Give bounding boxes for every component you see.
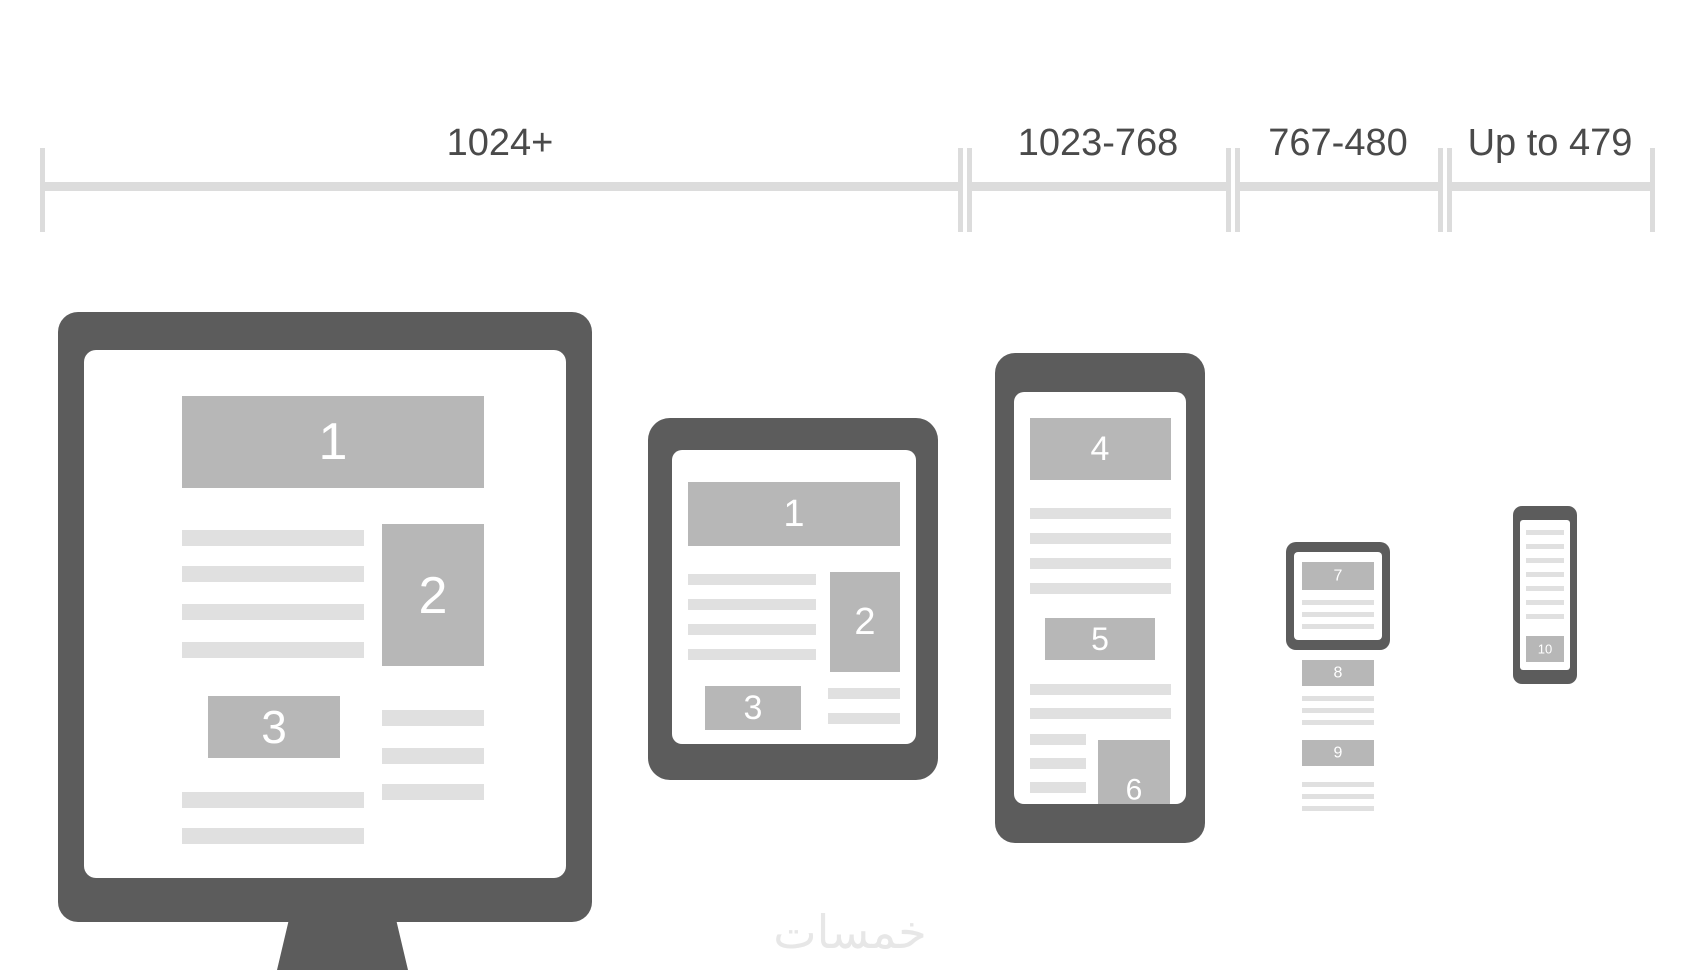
- tablet-portrait-icon: 4 5 6: [995, 353, 1205, 843]
- breakpoint-label-up-to-479: Up to 479: [1468, 122, 1633, 164]
- tablet-landscape-icon: 1 2 3: [648, 418, 938, 780]
- tablet-portrait-block-6: [1098, 740, 1170, 804]
- tablet-landscape-block-3-label: 3: [744, 689, 763, 727]
- desktop-text-lines: [182, 530, 484, 844]
- desktop-block-1-label: 1: [319, 413, 348, 471]
- tablet-landscape-block-2: [830, 572, 900, 672]
- phone-landscape-block-9: [1302, 740, 1374, 766]
- ruler-tick: [1650, 148, 1655, 232]
- ruler-segment-1023-768: [970, 182, 1228, 191]
- desktop-block-2: [382, 524, 484, 666]
- tablet-portrait-block-5: [1045, 618, 1155, 660]
- tablet-landscape-text-lines: [688, 574, 900, 724]
- tablet-landscape-block-2-label: 2: [854, 601, 875, 643]
- tablet-landscape-block-1: [688, 482, 900, 546]
- phone-portrait-block-10: [1526, 636, 1564, 662]
- phone-portrait-icon: 10: [1513, 506, 1577, 684]
- tablet-portrait-screen: [1014, 392, 1186, 804]
- breakpoint-label-1024-plus: 1024+: [447, 122, 554, 164]
- ruler-tick: [958, 148, 963, 232]
- phone-landscape-block-7: [1302, 562, 1374, 590]
- phone-portrait-text-lines: [1526, 530, 1564, 619]
- ruler-tick: [967, 148, 972, 232]
- ruler-segment-1024-plus: [42, 182, 960, 191]
- breakpoint-labels: 1024+ 1023-768 767-480 Up to 479: [447, 122, 1633, 164]
- breakpoint-label-1023-768: 1023-768: [1018, 122, 1179, 164]
- ruler-tick: [40, 148, 45, 232]
- breakpoint-label-767-480: 767-480: [1268, 122, 1407, 164]
- phone-landscape-icon: 7 8 9: [1286, 542, 1390, 811]
- desktop-block-3: [208, 696, 340, 758]
- desktop-monitor-icon: 1 2 3: [58, 312, 592, 970]
- tablet-portrait-text-lines: [1030, 508, 1171, 793]
- monitor-stand: [277, 915, 408, 970]
- tablet-portrait-block-4-label: 4: [1091, 430, 1110, 468]
- ruler-tick: [1447, 148, 1452, 232]
- desktop-block-3-label: 3: [261, 701, 287, 753]
- desktop-block-1: [182, 396, 484, 488]
- ruler-tick: [1438, 148, 1443, 232]
- phone-landscape-block-7-label: 7: [1334, 568, 1343, 585]
- tablet-portrait-block-6-label: 6: [1126, 774, 1143, 807]
- tablet-portrait-block-4: [1030, 418, 1171, 480]
- phone-landscape-text-lines: [1302, 600, 1374, 811]
- phone-portrait-screen: [1520, 520, 1570, 670]
- phone-landscape-block-9-label: 9: [1334, 745, 1343, 762]
- tablet-landscape-block-3: [705, 686, 801, 730]
- breakpoint-ruler: [40, 148, 1655, 232]
- phone-landscape-block-8-label: 8: [1334, 665, 1343, 682]
- tablet-landscape-block-1-label: 1: [783, 493, 804, 535]
- ruler-segment-767-480: [1238, 182, 1440, 191]
- site-watermark: خمسات: [773, 905, 926, 959]
- phone-landscape-block-8: [1302, 660, 1374, 686]
- desktop-block-2-label: 2: [419, 567, 448, 625]
- ruler-tick: [1226, 148, 1231, 232]
- tablet-portrait-block-5-label: 5: [1091, 621, 1109, 657]
- phone-portrait-block-10-label: 10: [1538, 642, 1552, 657]
- ruler-segment-up-to-479: [1450, 182, 1652, 191]
- ruler-tick: [1235, 148, 1240, 232]
